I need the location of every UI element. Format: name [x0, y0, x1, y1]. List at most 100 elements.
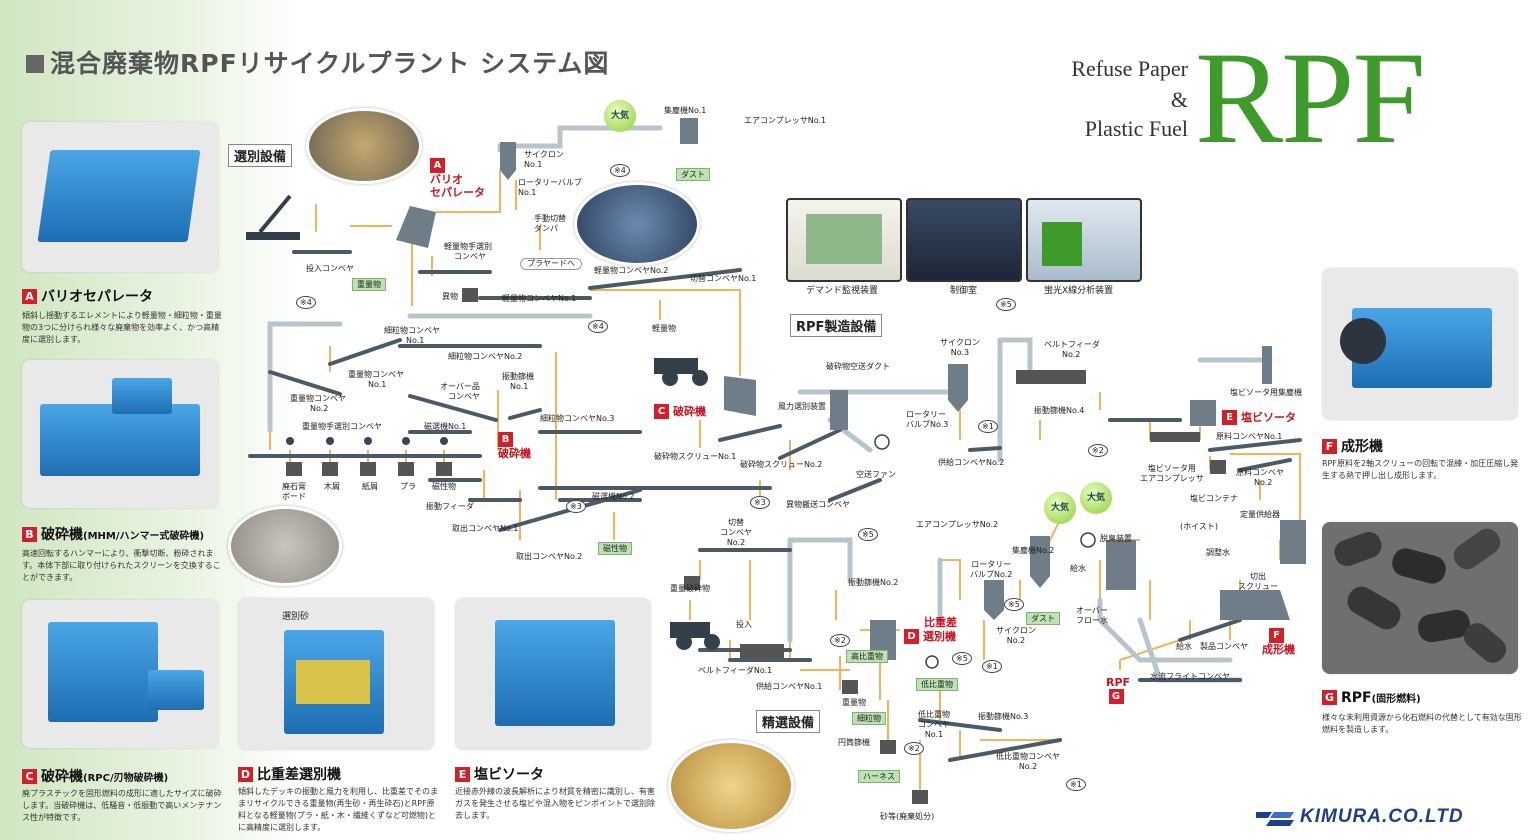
legend-e-desc: 近接赤外線の波長解析により材質を精密に識別し、有害ガスを発生させる塩ビや混入物を… [455, 787, 655, 820]
note-2a: ※2 [1088, 444, 1108, 457]
gtag-heavy: 重量物 [352, 278, 386, 291]
lbl-vib-screen-4: 振動篩機No.4 [1034, 406, 1085, 415]
lbl-input: 投入 [736, 620, 752, 629]
photo-control-room [906, 198, 1022, 282]
lbl-fine-conv-2: 細粒物コンベヤNo.2 [448, 352, 523, 361]
photo-hammer-crusher [22, 360, 218, 508]
lbl-duct: 破砕物空送ダクト [826, 362, 890, 371]
lbl-drum-screen: 円筒篩機 [838, 738, 870, 747]
lbl-dust-collector-1: 集塵機No.1 [664, 106, 707, 115]
lbl-compressor-2: エアコンプレッサNo.2 [916, 520, 999, 529]
lbl-damper: 手動切替ダンパ [534, 214, 566, 233]
lbl-rotary-2: ロータリーバルブNo.2 [970, 560, 1013, 579]
lbl-sand-disposal: 砂等(廃棄処分) [880, 812, 935, 821]
lbl-takeout-1: 取出コンベヤNo.1 [452, 524, 519, 533]
bubble-pvc-detail [668, 740, 794, 832]
lbl-quantity-feeder: 定量供給器 [1240, 510, 1280, 519]
note-1b: ※1 [982, 660, 1002, 673]
legend-a-desc: 傾斜し揺動するエレメントにより軽量物・細粒物・重量物の3つに分けられ様々な廃棄物… [22, 311, 222, 344]
note-4b: ※4 [296, 296, 316, 309]
lbl-water-flight: 水流フライトコンベヤ [1150, 672, 1230, 681]
demand-monitor-label: デマンド監視装置 [806, 286, 879, 296]
lbl-light-conv-2: 軽量物コンベヤNo.2 [594, 266, 669, 275]
section-manufacturing: RPF製造設備 [790, 314, 883, 337]
lbl-bin-plastic: プラ [400, 482, 416, 491]
brand-line-2: & [1170, 87, 1188, 112]
lbl-foreign-conv: 異物搬送コンベヤ [786, 500, 850, 509]
lbl-heavy-crushed: 重量破砕物 [670, 584, 710, 593]
note-4c: ※4 [588, 320, 608, 333]
gtag-harness: ハーネス [858, 770, 900, 783]
note-5c: ※5 [1004, 598, 1024, 611]
note-5d: ※5 [952, 652, 972, 665]
brand-line-1: Refuse Paper [1071, 56, 1188, 81]
lbl-light-manual: 軽量物手選別コンベヤ [444, 242, 492, 261]
lbl-light-item: 軽量物 [652, 324, 676, 333]
gtag-magnetic: 磁性物 [598, 542, 632, 555]
legend-b-desc: 高速回転するハンマーにより、衝撃切断、粉砕されます。本体下部に取り付けられたスク… [22, 549, 221, 582]
gtag-low-sg: 低比重物 [916, 678, 958, 691]
lbl-pvc-container: 塩ビコンテナ [1190, 494, 1238, 503]
lbl-foreign: 異物 [442, 292, 458, 301]
lbl-bin-magnetic: 磁性物 [432, 482, 456, 491]
photo-pvc-sorter [455, 598, 651, 750]
lbl-screw-1: 破砕物スクリューNo.1 [654, 452, 737, 461]
xray-analyzer-label: 蛍光X線分析装置 [1044, 286, 1114, 296]
note-5b: ※5 [858, 528, 878, 541]
section-sorting: 選別設備 [228, 144, 293, 167]
lbl-heavy-manual: 重量物手選別コンベヤ [302, 422, 382, 431]
lbl-magnet-2: 磁選機No.2 [592, 492, 635, 501]
photo-rpf-pellets [1322, 522, 1518, 674]
lbl-heavy: 重量物 [842, 698, 866, 707]
lbl-takeout-2: 取出コンベヤNo.2 [516, 552, 583, 561]
lbl-air-sorter: 風力選別装置 [778, 402, 826, 411]
lbl-dust-collector-2: 集塵機No.2 [1012, 546, 1055, 555]
legend-f-desc: RPF原料を2軸スクリューの回転で混練・加圧圧縮し発生する熱で押し出し成形します… [1322, 459, 1519, 480]
brand-line-3: Plastic Fuel [1084, 116, 1188, 141]
lbl-input-conveyor: 投入コンベヤ [306, 264, 354, 273]
note-1c: ※1 [1066, 778, 1086, 791]
note-3b: ※3 [750, 496, 770, 509]
lbl-bin-paper: 紙屑 [362, 482, 378, 491]
lbl-over-conv: オーバー品コンベヤ [440, 382, 480, 401]
lbl-to-player[interactable]: プラヤードへ [520, 258, 582, 270]
gtag-dust-2: ダスト [1026, 612, 1060, 625]
atmosphere-3: 大気 [1080, 482, 1112, 514]
gtag-fine: 細粒物 [852, 712, 886, 725]
lbl-magnet-1: 磁選機No.1 [424, 422, 467, 431]
lbl-bin-gypsum: 廃石膏ボード [282, 482, 306, 501]
lbl-vib-screen-3: 振動篩機No.3 [978, 712, 1029, 721]
square-bullet-icon [26, 55, 44, 73]
lbl-raw-conv-1: 原料コンベヤNo.1 [1216, 432, 1283, 441]
page-title: 混合廃棄物RPFリサイクルプラント システム図 [26, 44, 609, 80]
lbl-belt-feeder-1: ベルトフィーダNo.1 [698, 666, 773, 675]
note-2c: ※2 [904, 742, 924, 755]
lbl-supply-conv-1: 供給コンベヤNo.1 [756, 682, 823, 691]
kimura-logo-icon [1256, 812, 1294, 826]
sorted-sand-label: 選別砂 [282, 612, 310, 622]
